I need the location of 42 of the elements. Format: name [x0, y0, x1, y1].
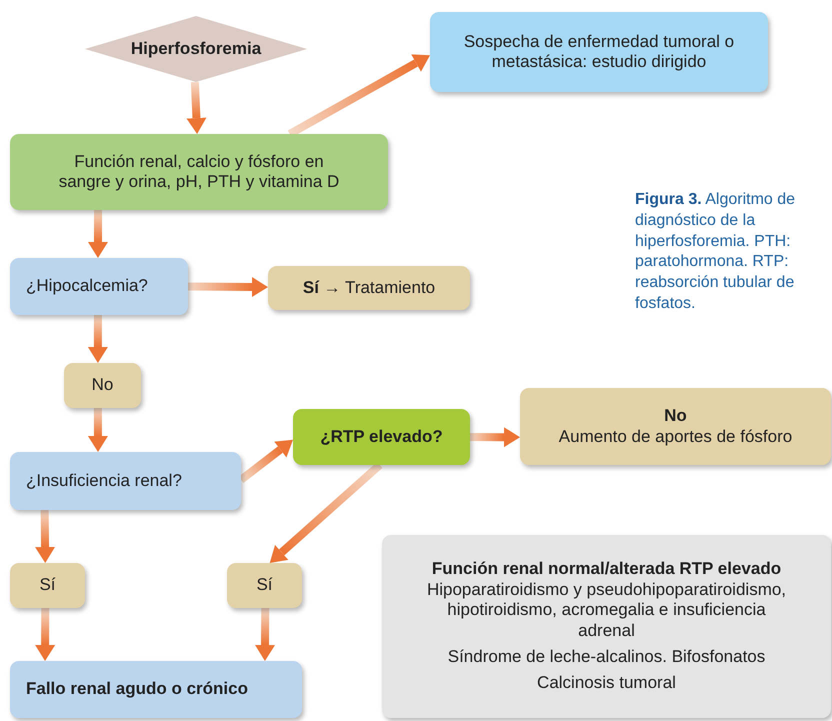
box-text: Sí → Tratamiento	[302, 278, 436, 298]
process-box	[227, 563, 302, 608]
box-text: ¿Insuficiencia renal?	[26, 470, 182, 492]
arrow	[88, 315, 108, 363]
arrow	[255, 608, 276, 661]
process-box	[64, 363, 141, 408]
process-box	[10, 563, 85, 608]
process-box	[10, 134, 388, 210]
process-box	[430, 12, 768, 92]
arrow	[470, 427, 520, 448]
box-text: Sospecha de enfermedad tumoral o metastásica: estudio dirigido	[462, 32, 736, 72]
process-box	[268, 266, 470, 310]
box-text: Función renal, calcio y fósforo en sangre y orina, pH, PTH y vitamina D	[58, 152, 340, 192]
box-text: Síndrome de leche-alcalinos. Bifosfonatos	[448, 646, 766, 668]
box-heading: Función renal normal/alterada RTP elevado	[432, 559, 782, 580]
arrow	[238, 440, 293, 483]
box-text: Sí	[39, 575, 56, 596]
box-text: ¿Hipocalcemia?	[26, 276, 148, 297]
decision-diamond	[85, 16, 307, 82]
box-text: Aumento de aportes de fósforo	[558, 426, 792, 447]
box-text: Sí	[256, 575, 273, 596]
box-text: Fallo renal agudo o crónico	[26, 679, 248, 700]
arrow	[35, 510, 56, 563]
figure-caption: Figura 3. Algoritmo de diagnóstico de la hiperfosforemia. PTH: paratohormona. RTP: reabsorción tubular de fosfatos.	[635, 190, 796, 314]
arrow	[270, 462, 382, 563]
arrow	[88, 408, 108, 452]
arrow	[188, 277, 268, 297]
process-box	[382, 535, 831, 718]
box-text: No	[92, 375, 114, 396]
arrow	[186, 82, 206, 134]
box-heading: No	[664, 406, 687, 426]
box-text: Hiperfosforemia	[130, 38, 262, 60]
process-box	[10, 661, 302, 718]
arrow	[35, 608, 56, 661]
process-box	[293, 409, 470, 465]
box-text: ¿RTP elevado?	[320, 426, 443, 448]
process-box	[520, 388, 831, 465]
box-text: Calcinosis tumoral	[537, 673, 676, 694]
arrow	[88, 210, 108, 258]
process-box	[10, 452, 241, 510]
process-box	[10, 258, 188, 315]
box-text: Hipoparatiroidismo y pseudohipoparatiroidismo, hipotiroidismo, acromegalia e insuficiencia adrenal	[426, 580, 788, 641]
